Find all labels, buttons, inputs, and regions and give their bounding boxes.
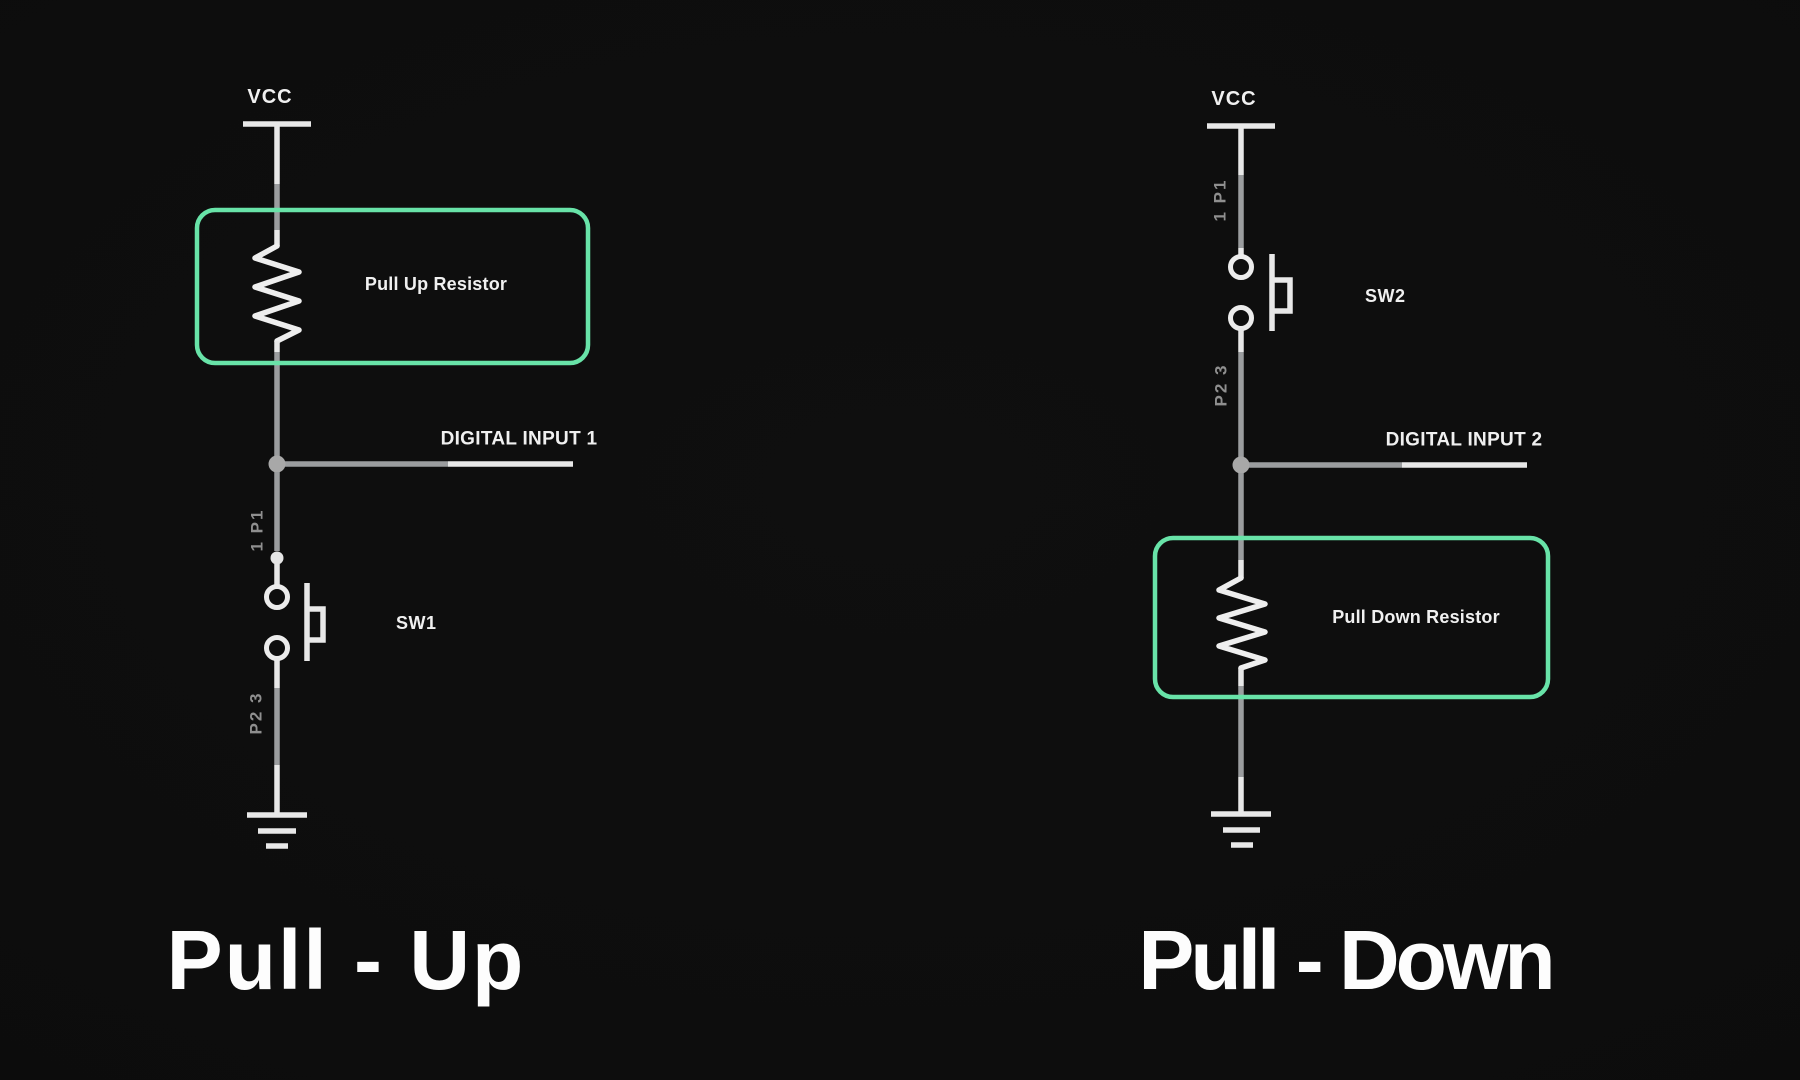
switch-actuator-button: [1272, 277, 1293, 314]
ground-symbol: [247, 812, 307, 849]
pull-up-resistor-label: Pull Up Resistor: [364, 274, 508, 295]
switch-contact-bottom: [1228, 305, 1254, 331]
digital-input-1-label: DIGITAL INPUT 1: [440, 428, 598, 450]
pull-up-title: Pull - Up: [166, 913, 526, 1007]
pull-down-title: Pull - Down: [1138, 913, 1555, 1007]
pull-up-resistor-box: [194, 207, 591, 366]
switch-contact-bottom: [264, 635, 290, 661]
switch-pin-dot: [270, 551, 284, 565]
pull-down-resistor-label: Pull Down Resistor: [1332, 607, 1500, 628]
resistor-zigzag: [1216, 575, 1268, 671]
sw2-label: SW2: [1365, 286, 1406, 306]
pin-label-1-p1-left: 1 P1: [247, 508, 267, 552]
junction-dot: [1232, 456, 1250, 474]
vcc-label-right: VCC: [1211, 88, 1257, 110]
switch-actuator-button: [307, 606, 326, 643]
digital-input-2-label: DIGITAL INPUT 2: [1385, 429, 1543, 451]
switch-contact-top: [1228, 254, 1254, 280]
pull-up-circuit: [194, 121, 591, 849]
switch-contact-top: [264, 584, 290, 610]
sw1-label: SW1: [396, 613, 437, 633]
resistor-zigzag: [252, 243, 302, 344]
pin-label-p2-3-right: P2 3: [1211, 363, 1231, 407]
junction-dot: [268, 455, 286, 473]
pin-label-p2-3-left: P2 3: [246, 691, 266, 735]
pull-down-resistor-box: [1152, 535, 1551, 700]
pull-down-circuit: [1152, 123, 1551, 848]
ground-symbol: [1211, 811, 1271, 848]
pin-label-1-p1-right: 1 P1: [1210, 178, 1230, 222]
vcc-label-left: VCC: [247, 86, 293, 108]
